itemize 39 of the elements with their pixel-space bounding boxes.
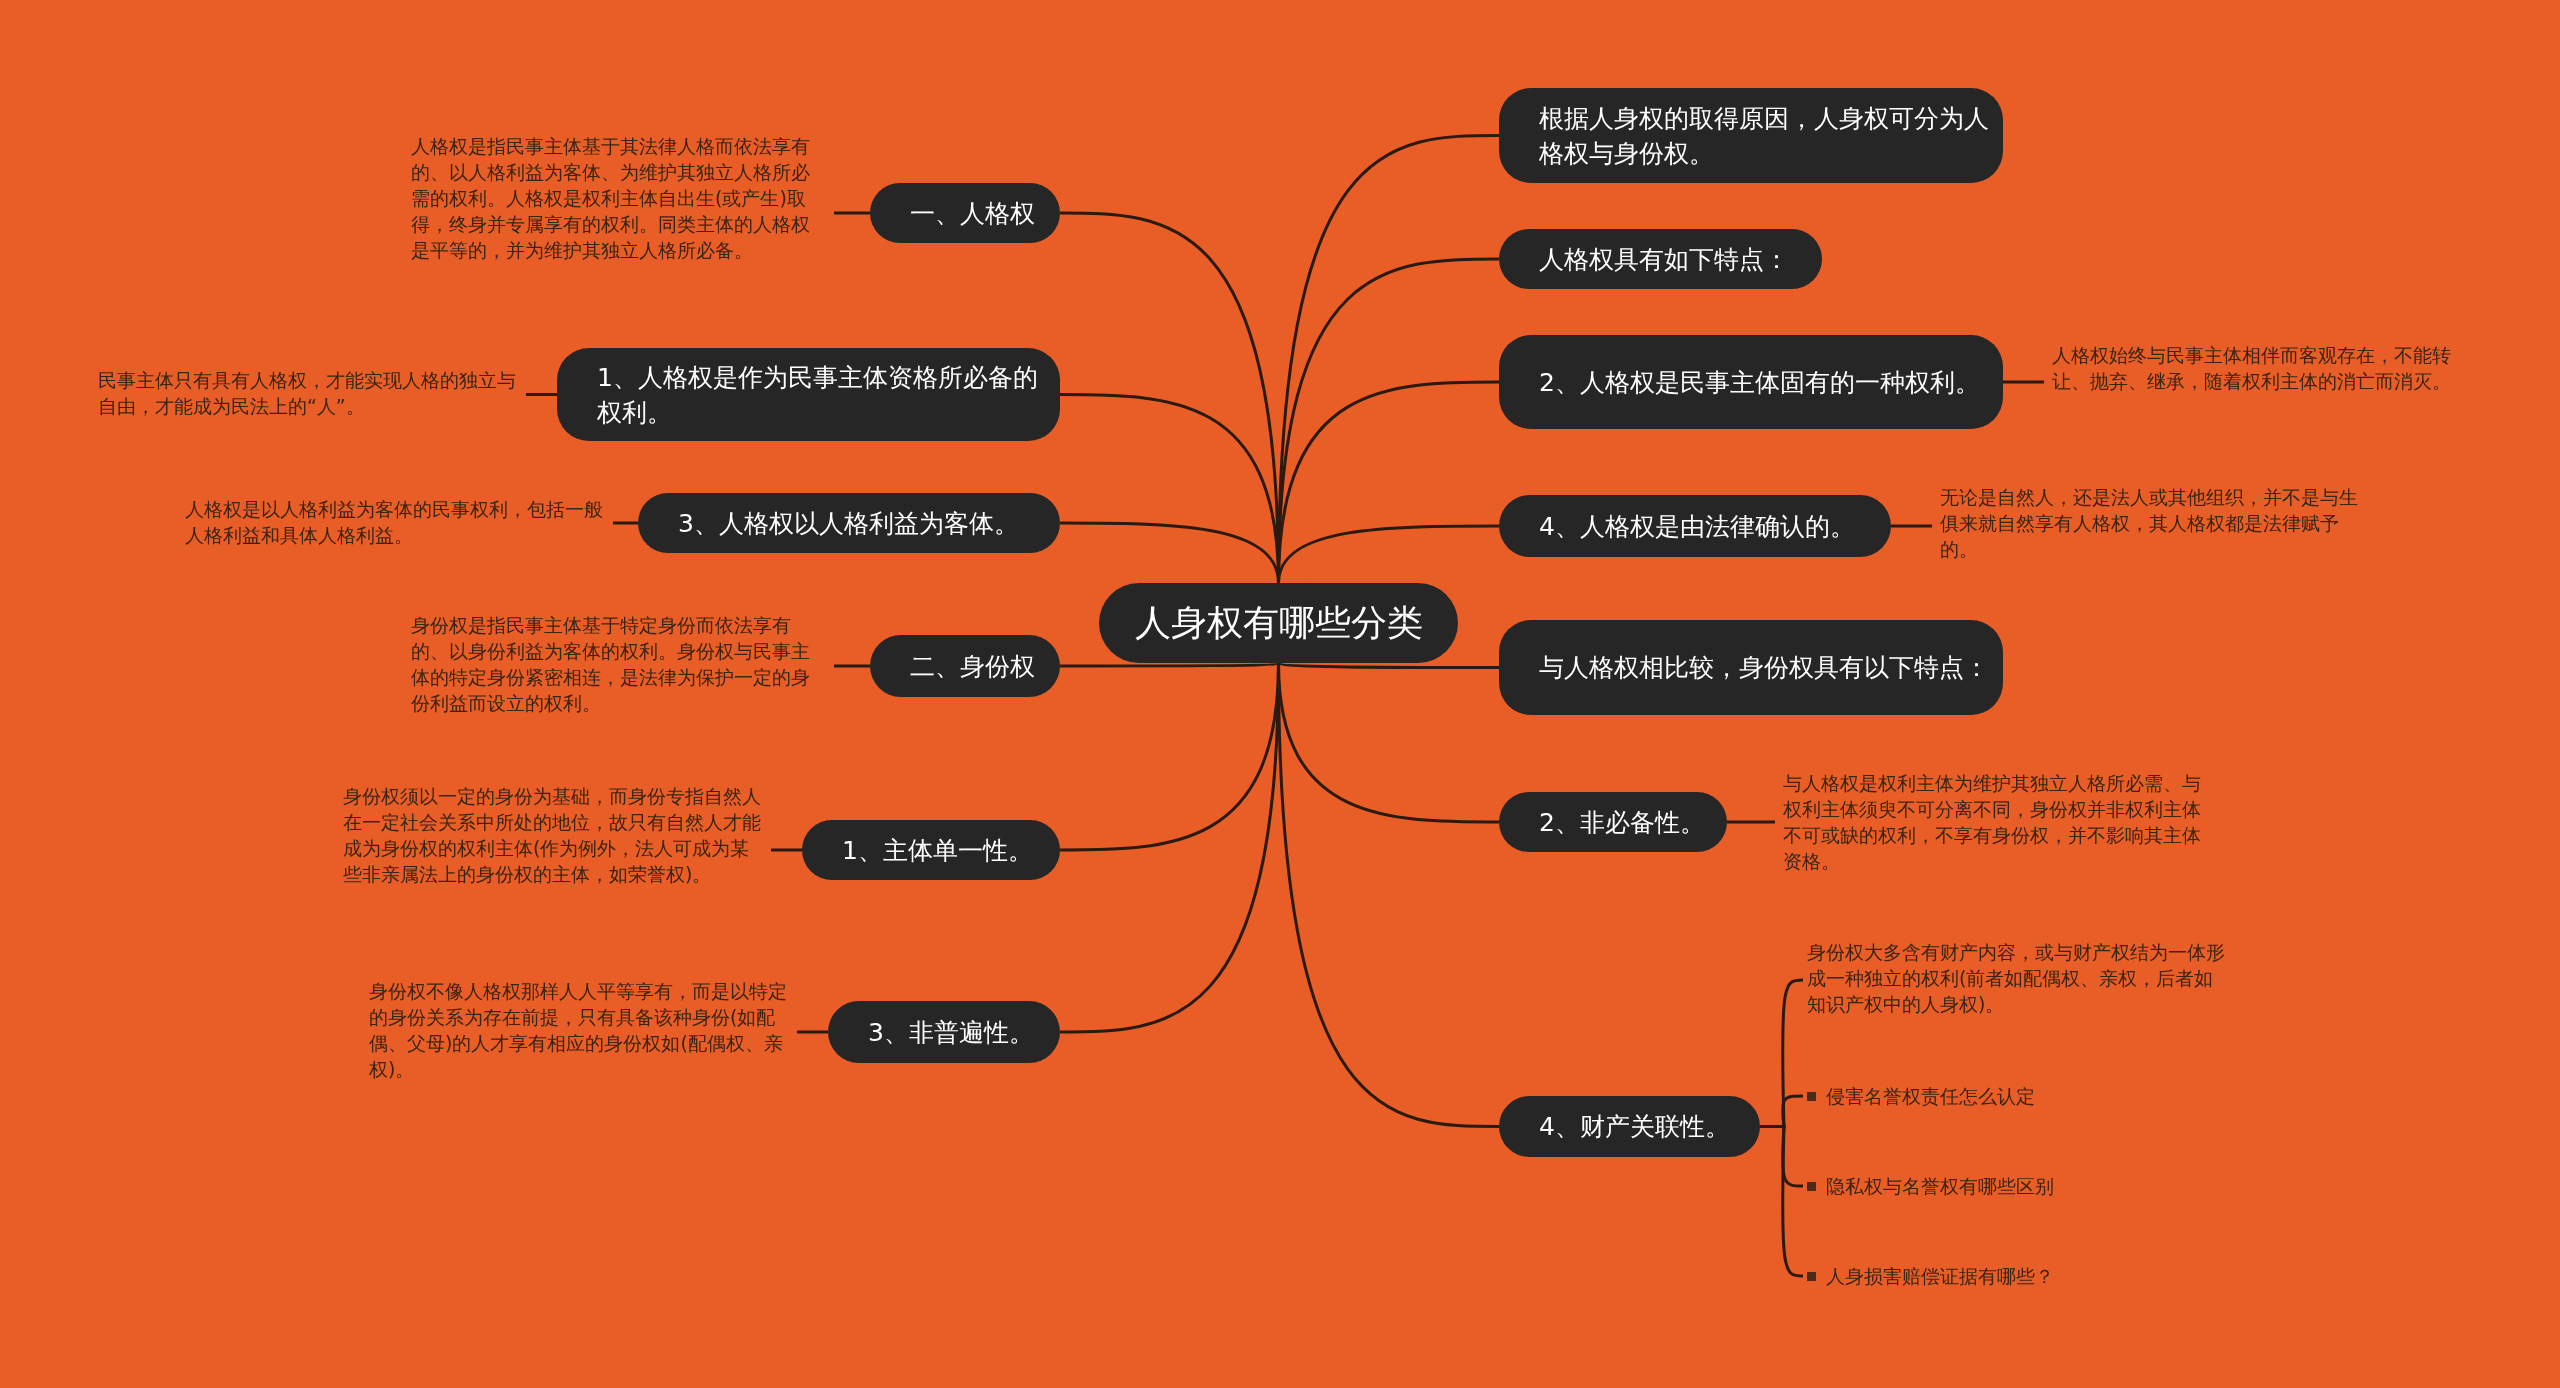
- topic-box: 二、身份权: [870, 635, 1060, 697]
- connector-line: [834, 664, 870, 668]
- connector-line: [1060, 661, 1279, 668]
- note-text: 身份权须以一定的身份为基础，而身份专指自然人在一定社会关系中所处的地位，故只有自然人才能成为身份权的权利主体(作为例外，法人可成为某些非亲属法上的身份权的主体，如荣誉权)。: [343, 783, 763, 917]
- topic-box: 1、人格权是作为民事主体资格所必备的权利。: [557, 348, 1060, 441]
- connector-line: [526, 393, 557, 396]
- link-text: 人身损害赔偿证据有哪些？: [1826, 1264, 2054, 1289]
- connector-line: [613, 521, 638, 525]
- note-text: 人格权是以人格利益为客体的民事权利，包括一般人格利益和具体人格利益。: [185, 496, 605, 552]
- note-text: 无论是自然人，还是法人或其他组织，并不是与生俱来就自然享有人格权，其人格权都是法律赋予的。: [1940, 484, 2358, 566]
- connector-line: [1277, 524, 1499, 584]
- note-text: 民事主体只有具有人格权，才能实现人格的独立与自由，才能成为民法上的“人”。: [98, 367, 518, 423]
- link-text: 侵害名誉权责任怎么认定: [1826, 1084, 2035, 1109]
- connector-line: [1891, 524, 1932, 528]
- topic-box: 与人格权相比较，身份权具有以下特点：: [1499, 620, 2003, 715]
- topic-box: 人格权具有如下特点：: [1499, 229, 1822, 289]
- topic-box: 2、非必备性。: [1499, 792, 1727, 852]
- note-text: 身份权是指民事主体基于特定身份而依法享有的、以身份利益为客体的权利。身份权与民事主体的特定身份紧密相连，是法律为保护一定的身份利益而设立的权利。: [411, 612, 826, 720]
- topic-box: 2、人格权是民事主体固有的一种权利。: [1499, 335, 2003, 429]
- note-text: 与人格权是权利主体为维护其独立人格所必需、与权利主体须臾不可分离不同，身份权并非权利主体不可或缺的权利，不享有身份权，并不影响其主体资格。: [1783, 770, 2203, 878]
- note-text: 人格权始终与民事主体相伴而客观存在，不能转让、抛弃、继承，随着权利主体的消亡而消灭。: [2052, 342, 2472, 424]
- topic-box: 一、人格权: [870, 183, 1060, 243]
- connector-line: [771, 848, 802, 852]
- note-text: 人格权是指民事主体基于其法律人格而依法享有的、以人格利益为客体、为维护其独立人格所必需的权利。人格权是权利主体自出生(或产生)取得，终身并专属享有的权利。同类主体的人格权是平等的，并为维护其独立人格所必备。: [411, 133, 826, 293]
- connector-line: [1277, 661, 1499, 669]
- topic-box: 4、财产关联性。: [1499, 1096, 1760, 1157]
- central-topic: 人身权有哪些分类: [1099, 583, 1458, 663]
- note-text: 身份权不像人格权那样人人平等享有，而是以特定的身份关系为存在前提，只有具备该种身份(如配偶、父母)的人才享有相应的身份权如(配偶权、亲权)。: [369, 978, 789, 1086]
- note-text: 身份权大多含有财产内容，或与财产权结为一体形成一种独立的权利(前者如配偶权、亲权，后者如知识产权中的人身权)。: [1807, 939, 2232, 1021]
- topic-box: 1、主体单一性。: [802, 820, 1060, 880]
- link-text: 隐私权与名誉权有哪些区别: [1826, 1174, 2054, 1199]
- connector-line: [797, 1030, 828, 1034]
- topic-box: 3、人格权以人格利益为客体。: [638, 493, 1060, 553]
- connector-line: [834, 211, 870, 215]
- topic-box: 3、非普遍性。: [828, 1001, 1060, 1063]
- topic-box: 4、人格权是由法律确认的。: [1499, 495, 1891, 557]
- connector-line: [2003, 380, 2044, 384]
- topic-box: 根据人身权的取得原因，人身权可分为人格权与身份权。: [1499, 88, 2003, 183]
- connector-line: [1727, 820, 1775, 824]
